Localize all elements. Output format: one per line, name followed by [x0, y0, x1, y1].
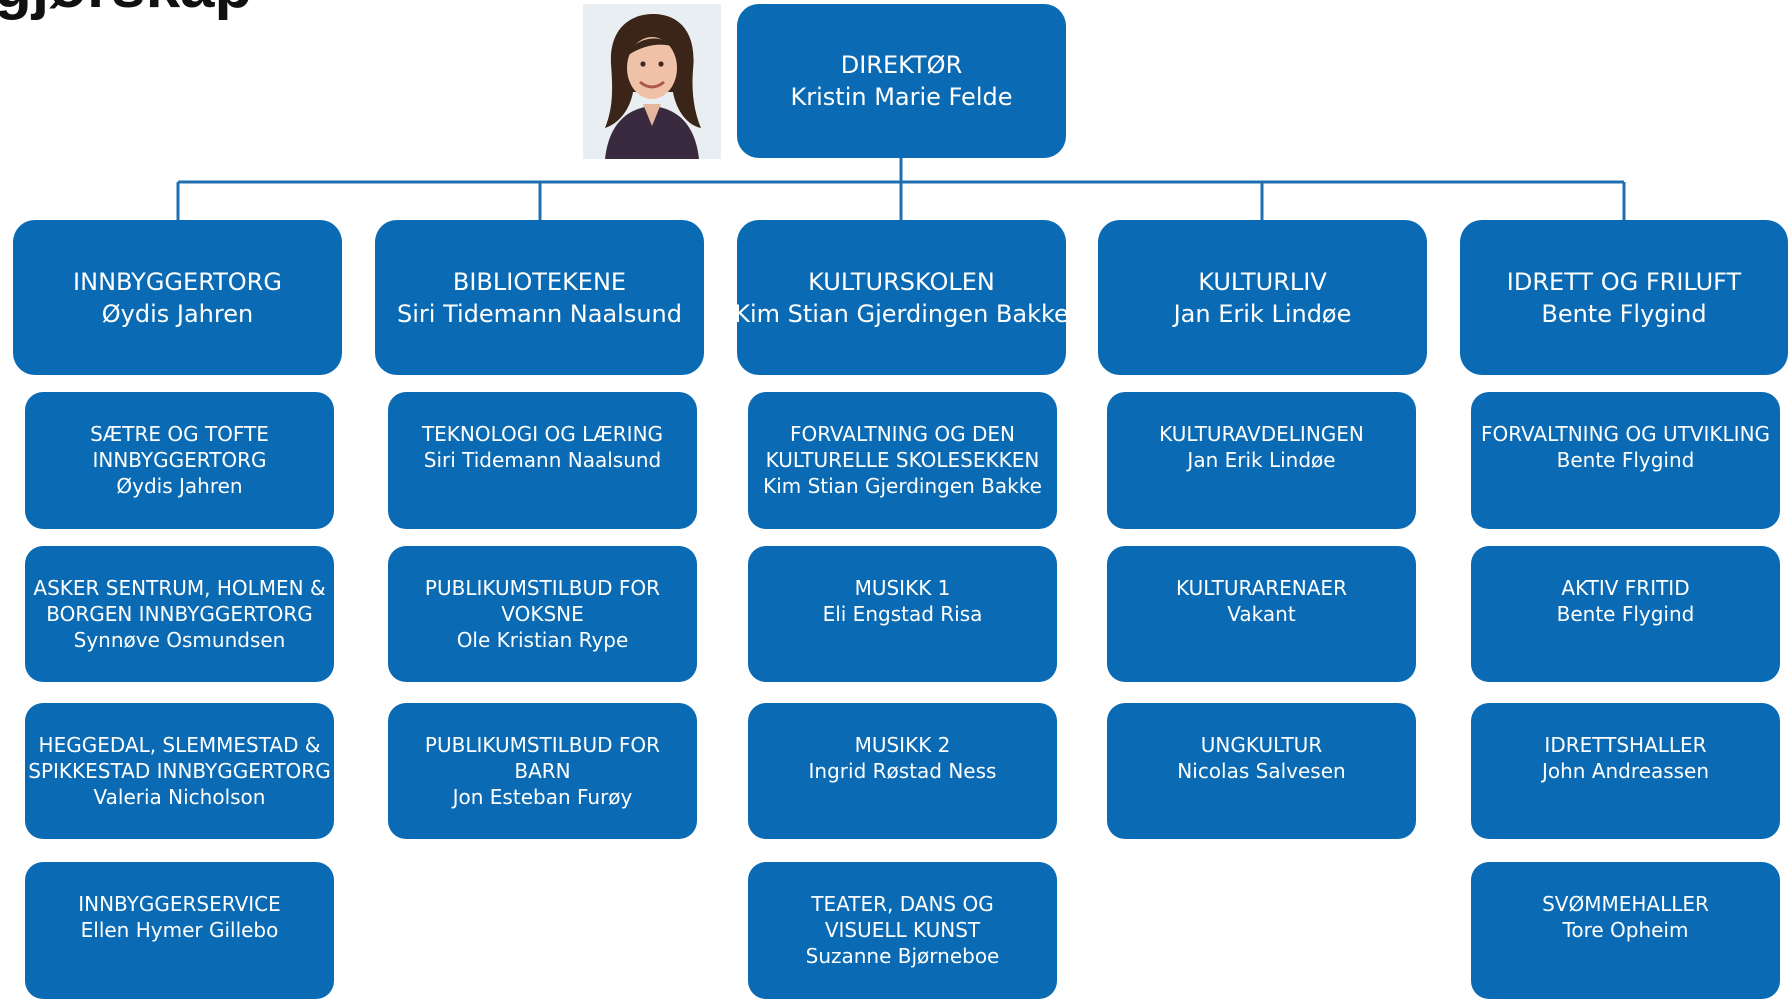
- unit-title-line: VOKSNE: [501, 602, 584, 626]
- unit-teknologi-og-laering: TEKNOLOGI OG LÆRING Siri Tidemann Naalsu…: [388, 392, 697, 529]
- dept-title: KULTURLIV: [1198, 267, 1327, 296]
- unit-heggedal-slemmestad: HEGGEDAL, SLEMMESTAD & SPIKKESTAD INNBYG…: [25, 703, 334, 839]
- dept-lead: Jan Erik Lindøe: [1173, 299, 1352, 328]
- unit-lead: Kim Stian Gjerdingen Bakke: [763, 474, 1042, 498]
- unit-title-line: INNBYGGERTORG: [92, 448, 267, 472]
- unit-musikk-1: MUSIKK 1 Eli Engstad Risa: [748, 546, 1057, 682]
- director-box: DIREKTØR Kristin Marie Felde: [737, 4, 1066, 158]
- unit-title-line: BARN: [514, 759, 571, 783]
- unit-title-line: KULTURARENAER: [1176, 576, 1347, 600]
- unit-forvaltning-skolesekken: FORVALTNING OG DEN KULTURELLE SKOLESEKKE…: [748, 392, 1057, 529]
- unit-title-line: KULTURAVDELINGEN: [1159, 422, 1364, 446]
- director-title: DIREKTØR: [840, 51, 963, 79]
- unit-lead: Bente Flygind: [1556, 602, 1695, 626]
- dept-lead: Øydis Jahren: [101, 299, 254, 328]
- unit-lead: Suzanne Bjørneboe: [805, 944, 1000, 968]
- dept-title: IDRETT OG FRILUFT: [1506, 267, 1742, 296]
- unit-innbyggerservice: INNBYGGERSERVICE Ellen Hymer Gillebo: [25, 862, 334, 999]
- unit-idrettshaller: IDRETTSHALLER John Andreassen: [1471, 703, 1780, 839]
- unit-lead: Ingrid Røstad Ness: [808, 759, 997, 783]
- unit-publikumstilbud-barn: PUBLIKUMSTILBUD FOR BARN Jon Esteban Fur…: [388, 703, 697, 839]
- unit-svommehaller: SVØMMEHALLER Tore Opheim: [1471, 862, 1780, 999]
- unit-saetre-og-tofte: SÆTRE OG TOFTE INNBYGGERTORG Øydis Jahre…: [25, 392, 334, 529]
- dept-idrett-og-friluft: IDRETT OG FRILUFT Bente Flygind: [1460, 220, 1788, 375]
- dept-kulturliv: KULTURLIV Jan Erik Lindøe: [1098, 220, 1427, 375]
- unit-title-line: UNGKULTUR: [1200, 733, 1323, 757]
- unit-kulturavdelingen: KULTURAVDELINGEN Jan Erik Lindøe: [1107, 392, 1416, 529]
- unit-lead: Øydis Jahren: [116, 474, 243, 498]
- unit-asker-sentrum: ASKER SENTRUM, HOLMEN & BORGEN INNBYGGER…: [25, 546, 334, 682]
- dept-lead: Bente Flygind: [1541, 299, 1707, 328]
- director-name: Kristin Marie Felde: [790, 83, 1013, 111]
- unit-title-line: AKTIV FRITID: [1561, 576, 1690, 600]
- unit-lead: Jon Esteban Furøy: [452, 785, 633, 809]
- unit-title-line: HEGGEDAL, SLEMMESTAD &: [38, 733, 321, 757]
- unit-lead: Ellen Hymer Gillebo: [80, 918, 279, 942]
- unit-title-line: FORVALTNING OG DEN: [789, 422, 1015, 446]
- dept-kulturskolen: KULTURSKOLEN Kim Stian Gjerdingen Bakke: [734, 220, 1069, 375]
- dept-bibliotekene: BIBLIOTEKENE Siri Tidemann Naalsund: [375, 220, 704, 375]
- person-photo-icon: [583, 4, 721, 159]
- dept-lead: Siri Tidemann Naalsund: [397, 299, 682, 328]
- unit-lead: John Andreassen: [1541, 759, 1710, 783]
- unit-kulturarenaer: KULTURARENAER Vakant: [1107, 546, 1416, 682]
- unit-title-line: FORVALTNING OG UTVIKLING: [1480, 422, 1771, 446]
- unit-lead: Synnøve Osmundsen: [73, 628, 286, 652]
- unit-title-line: VISUELL KUNST: [824, 918, 981, 942]
- unit-lead: Jan Erik Lindøe: [1187, 448, 1336, 472]
- unit-title-line: KULTURELLE SKOLESEKKEN: [765, 448, 1040, 472]
- unit-title-line: PUBLIKUMSTILBUD FOR: [424, 733, 661, 757]
- unit-lead: Tore Opheim: [1562, 918, 1689, 942]
- unit-aktiv-fritid: AKTIV FRITID Bente Flygind: [1471, 546, 1780, 682]
- dept-title: BIBLIOTEKENE: [452, 267, 627, 296]
- unit-title-line: SÆTRE OG TOFTE: [90, 422, 269, 446]
- dept-title: INNBYGGERTORG: [73, 267, 282, 296]
- dept-title: KULTURSKOLEN: [808, 267, 995, 296]
- unit-lead: Nicolas Salvesen: [1177, 759, 1346, 783]
- unit-publikumstilbud-voksne: PUBLIKUMSTILBUD FOR VOKSNE Ole Kristian …: [388, 546, 697, 682]
- unit-teater-dans-kunst: TEATER, DANS OG VISUELL KUNST Suzanne Bj…: [748, 862, 1057, 999]
- unit-title-line: ASKER SENTRUM, HOLMEN &: [33, 576, 326, 600]
- unit-lead: Bente Flygind: [1556, 448, 1695, 472]
- unit-lead: Siri Tidemann Naalsund: [423, 448, 662, 472]
- unit-ungkultur: UNGKULTUR Nicolas Salvesen: [1107, 703, 1416, 839]
- unit-lead: Valeria Nicholson: [93, 785, 266, 809]
- unit-title-line: PUBLIKUMSTILBUD FOR: [424, 576, 661, 600]
- unit-title-line: MUSIKK 1: [854, 576, 951, 600]
- director-portrait: [583, 4, 721, 159]
- unit-title-line: SVØMMEHALLER: [1542, 892, 1709, 916]
- unit-forvaltning-og-utvikling: FORVALTNING OG UTVIKLING Bente Flygind: [1471, 392, 1780, 529]
- unit-title-line: BORGEN INNBYGGERTORG: [46, 602, 313, 626]
- dept-lead: Kim Stian Gjerdingen Bakke: [734, 299, 1069, 328]
- page-heading: gjørskap: [0, 0, 252, 18]
- unit-title-line: IDRETTSHALLER: [1544, 733, 1707, 757]
- dept-innbyggertorg: INNBYGGERTORG Øydis Jahren: [13, 220, 342, 375]
- unit-title-line: TEATER, DANS OG: [811, 892, 994, 916]
- unit-title-line: SPIKKESTAD INNBYGGERTORG: [28, 759, 331, 783]
- unit-title-line: INNBYGGERSERVICE: [78, 892, 281, 916]
- unit-lead: Ole Kristian Rype: [456, 628, 629, 652]
- unit-musikk-2: MUSIKK 2 Ingrid Røstad Ness: [748, 703, 1057, 839]
- unit-title-line: MUSIKK 2: [854, 733, 951, 757]
- unit-lead: Vakant: [1227, 602, 1296, 626]
- unit-title-line: TEKNOLOGI OG LÆRING: [421, 422, 664, 446]
- unit-lead: Eli Engstad Risa: [822, 602, 983, 626]
